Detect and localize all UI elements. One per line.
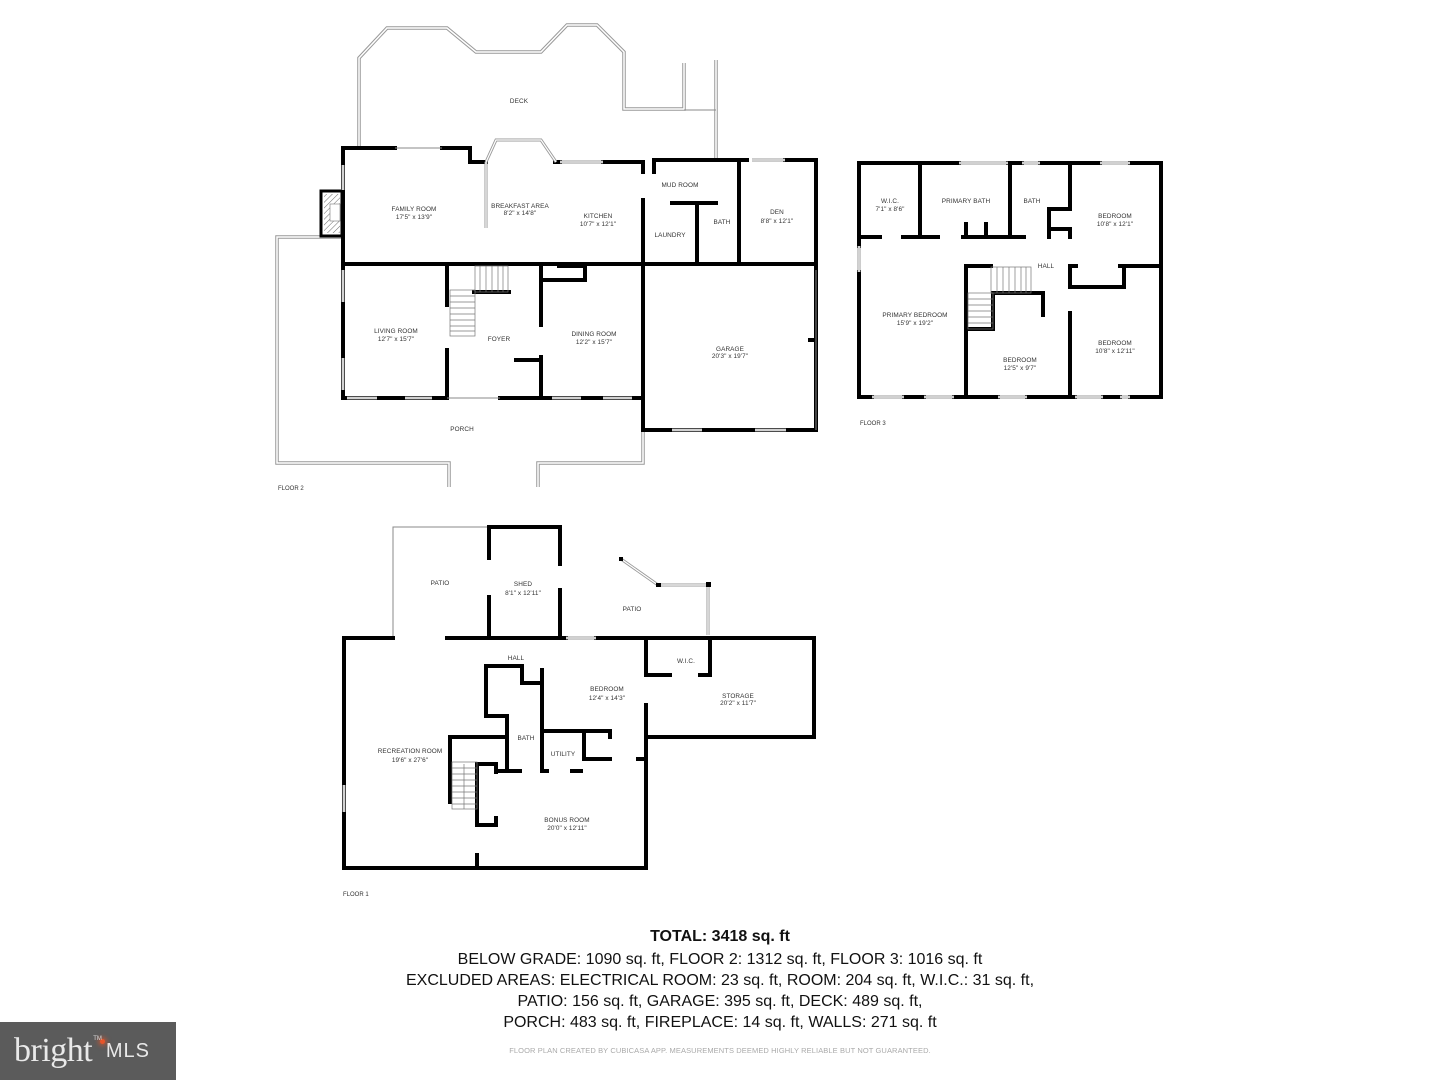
room-label-wic: W.I.C. — [881, 198, 899, 205]
room-label-primary-bath: PRIMARY BATH — [942, 198, 991, 205]
room-label-foyer: FOYER — [488, 336, 511, 343]
room-label-bath: BATH — [714, 219, 731, 226]
room-label-storage: STORAGE — [722, 693, 754, 700]
room-dims-recreation-room: 19'6" x 27'6" — [392, 757, 428, 764]
floor-2-labels: DECK FAMILY ROOM 17'5" x 13'9" BREAKFAST… — [278, 98, 793, 492]
room-dims-shed: 8'1" x 12'11" — [505, 590, 541, 597]
floor-3-stairs — [967, 266, 1032, 330]
room-label-laundry: LAUNDRY — [654, 232, 686, 239]
area-breakdown-line-2: EXCLUDED AREAS: ELECTRICAL ROOM: 23 sq. … — [405, 972, 1035, 989]
room-label-recreation-room: RECREATION ROOM — [378, 748, 443, 755]
room-dims-garage: 20'3" x 19'7" — [712, 353, 748, 360]
floor-3-walls — [857, 161, 1163, 399]
logo-brand-text: bright — [14, 1032, 93, 1069]
room-dims-breakfast-area: 8'2" x 14'8" — [504, 210, 537, 217]
porch-outline — [275, 235, 645, 487]
room-dims-living-room: 12'7" x 15'7" — [378, 336, 414, 343]
logo-suffix: MLS — [105, 1039, 151, 1062]
room-label-bedroom-s: BEDROOM — [1003, 357, 1037, 364]
floor-1-walls — [342, 525, 816, 870]
floor-1-label: FLOOR 1 — [343, 892, 369, 898]
floor-1-labels: PATIO SHED 8'1" x 12'11" PATIO HALL BEDR… — [343, 580, 756, 898]
room-dims-primary-bedroom: 15'9" x 19'2" — [897, 320, 933, 327]
floor-2-walls — [341, 138, 818, 432]
floor-3-label: FLOOR 3 — [860, 421, 886, 427]
room-label-hall: HALL — [508, 655, 525, 662]
room-label-deck: DECK — [510, 98, 529, 105]
room-label-garage: GARAGE — [716, 346, 744, 353]
room-label-bath: BATH — [518, 735, 535, 742]
area-breakdown-line-1: BELOW GRADE: 1090 sq. ft, FLOOR 2: 1312 … — [457, 951, 983, 968]
room-dims-storage: 20'2" x 11'7" — [720, 700, 756, 707]
room-label-mud-room: MUD ROOM — [661, 182, 698, 189]
floor-2-windows — [341, 147, 817, 432]
room-label-patio-east: PATIO — [623, 606, 642, 613]
room-dims-bedroom: 12'4" x 14'3" — [589, 695, 625, 702]
room-label-primary-bedroom: PRIMARY BEDROOM — [882, 312, 947, 319]
logo-spark-icon — [100, 1039, 105, 1044]
room-label-shed: SHED — [514, 581, 532, 588]
floor-1-plan: PATIO SHED 8'1" x 12'11" PATIO HALL BEDR… — [342, 525, 816, 898]
room-label-dining-room: DINING ROOM — [571, 331, 616, 338]
room-dims-kitchen: 10'7" x 12'1" — [580, 221, 616, 228]
room-dims-bedroom-s: 12'5" x 9'7" — [1004, 365, 1037, 372]
room-dims-dining-room: 12'2" x 15'7" — [576, 339, 612, 346]
room-label-bonus-room: BONUS ROOM — [544, 817, 589, 824]
room-label-bedroom: BEDROOM — [590, 686, 624, 693]
fireplace — [319, 189, 344, 238]
room-label-den: DEN — [770, 209, 784, 216]
area-breakdown-line-4: PORCH: 483 sq. ft, FIREPLACE: 14 sq. ft,… — [503, 1014, 937, 1031]
room-dims-bedroom-se: 10'8" x 12'11" — [1095, 348, 1135, 355]
floor-1-patio-outline — [392, 526, 711, 638]
room-dims-bedroom-ne: 10'8" x 12'1" — [1097, 221, 1133, 228]
floor-3-labels: W.I.C. 7'1" x 8'6" PRIMARY BATH BATH BED… — [860, 198, 1135, 427]
room-label-family-room: FAMILY ROOM — [392, 206, 437, 213]
room-dims-bonus-room: 20'0" x 12'11" — [547, 825, 587, 832]
room-label-bedroom-ne: BEDROOM — [1098, 213, 1132, 220]
room-label-kitchen: KITCHEN — [584, 213, 613, 220]
room-label-living-room: LIVING ROOM — [374, 328, 418, 335]
floor-1-stairs — [451, 761, 478, 810]
floor-2-stairs — [449, 265, 509, 337]
room-label-utility: UTILITY — [551, 751, 576, 758]
logo-brand: bright — [14, 1032, 105, 1070]
floor-1-windows — [342, 636, 596, 812]
total-area: TOTAL: 3418 sq. ft — [650, 928, 790, 945]
floor-3-plan: W.I.C. 7'1" x 8'6" PRIMARY BATH BATH BED… — [857, 161, 1163, 427]
room-dims-den: 8'8" x 12'1" — [761, 218, 794, 225]
bright-mls-logo: bright TM MLS — [0, 1022, 176, 1080]
room-label-hall: HALL — [1038, 263, 1055, 270]
room-label-porch: PORCH — [450, 426, 474, 433]
logo-trademark: TM — [93, 1036, 102, 1042]
room-label-patio-west: PATIO — [431, 580, 450, 587]
room-label-breakfast-area: BREAKFAST AREA — [491, 203, 549, 210]
disclaimer: FLOOR PLAN CREATED BY CUBICASA APP. MEAS… — [509, 1046, 931, 1055]
room-label-wic: W.I.C. — [677, 658, 695, 665]
room-label-bath: BATH — [1024, 198, 1041, 205]
floor-2-plan: DECK FAMILY ROOM 17'5" x 13'9" BREAKFAST… — [275, 23, 818, 492]
deck-outline — [357, 23, 718, 160]
floor-2-label: FLOOR 2 — [278, 486, 304, 492]
room-dims-family-room: 17'5" x 13'9" — [396, 214, 432, 221]
floor-3-windows — [857, 161, 1130, 399]
area-breakdown-line-3: PATIO: 156 sq. ft, GARAGE: 395 sq. ft, D… — [517, 993, 923, 1010]
room-dims-wic: 7'1" x 8'6" — [875, 206, 904, 213]
room-label-bedroom-se: BEDROOM — [1098, 340, 1132, 347]
